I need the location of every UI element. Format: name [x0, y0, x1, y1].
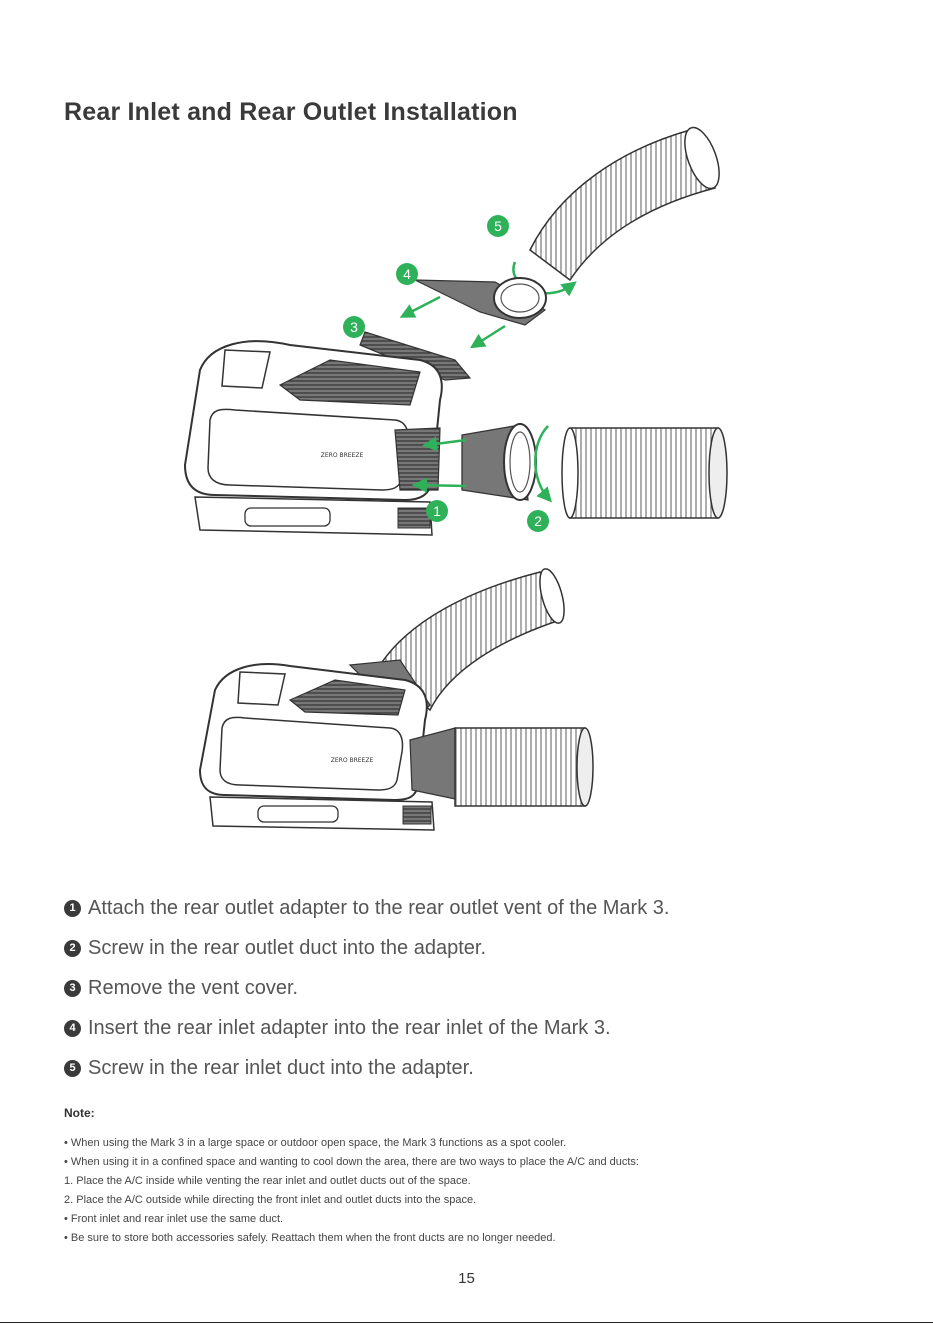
page-number: 15 — [458, 1270, 475, 1287]
step-text: Screw in the rear outlet duct into the a… — [88, 936, 487, 959]
callout-5: 5 — [487, 215, 509, 237]
svg-text:1: 1 — [433, 503, 441, 519]
note-line: • When using the Mark 3 in a large space… — [64, 1137, 567, 1149]
callout-1: 1 — [426, 500, 448, 522]
mark3-unit-upper: ZERO BREEZE — [183, 340, 443, 536]
rear-outlet-duct — [561, 427, 728, 519]
svg-text:2: 2 — [534, 513, 542, 529]
svg-text:ZERO BREEZE: ZERO BREEZE — [331, 757, 374, 764]
note-line: • Front inlet and rear inlet use the sam… — [64, 1213, 284, 1225]
vent-cover — [359, 331, 472, 381]
step-number-badge: 3 — [64, 979, 81, 997]
step-text: Insert the rear inlet adapter into the r… — [88, 1016, 611, 1039]
note-line: • When using it in a confined space and … — [64, 1156, 639, 1168]
installation-illustration: ZERO BREEZE 1 2 3 4 5 — [183, 126, 728, 831]
instruction-steps: 1 Attach the rear outlet adapter to the r… — [64, 888, 669, 1088]
note-label: Note: — [64, 1106, 95, 1120]
note-line: 2. Place the A/C outside while directing… — [64, 1194, 477, 1206]
step-5: 5 Screw in the rear inlet duct into the a… — [64, 1048, 669, 1088]
step-number-badge: 4 — [64, 1019, 81, 1037]
step-number-badge: 1 — [64, 899, 81, 917]
step-number-badge: 2 — [64, 939, 81, 957]
note-line: 1. Place the A/C inside while venting th… — [64, 1175, 471, 1187]
svg-text:4: 4 — [403, 266, 411, 282]
note-line: • Be sure to store both accessories safe… — [64, 1232, 556, 1244]
step-number-badge: 5 — [64, 1059, 81, 1077]
callout-4: 4 — [396, 263, 418, 285]
notes-list: • When using the Mark 3 in a large space… — [64, 1134, 639, 1248]
callout-2: 2 — [527, 510, 549, 532]
svg-text:5: 5 — [494, 218, 502, 234]
callout-3: 3 — [343, 316, 365, 338]
svg-text:3: 3 — [350, 319, 358, 335]
step-4: 4 Insert the rear inlet adapter into the … — [64, 1008, 669, 1048]
step-1: 1 Attach the rear outlet adapter to the r… — [64, 888, 669, 928]
lower-assembled-view: ZERO BREEZE — [198, 568, 594, 831]
rear-outlet-adapter — [461, 423, 537, 501]
step-text: Remove the vent cover. — [88, 976, 299, 999]
bottom-divider — [0, 1322, 933, 1323]
upper-exploded-view: ZERO BREEZE 1 2 3 4 5 — [183, 126, 728, 536]
page-title: Rear Inlet and Rear Outlet Installation — [64, 98, 518, 126]
step-text: Screw in the rear inlet duct into the ad… — [88, 1056, 474, 1079]
step-2: 2 Screw in the rear outlet duct into the … — [64, 928, 669, 968]
rear-inlet-adapter — [414, 277, 547, 326]
svg-text:ZERO BREEZE: ZERO BREEZE — [321, 452, 364, 459]
step-3: 3 Remove the vent cover. — [64, 968, 669, 1008]
step-text: Attach the rear outlet adapter to the re… — [88, 896, 670, 919]
